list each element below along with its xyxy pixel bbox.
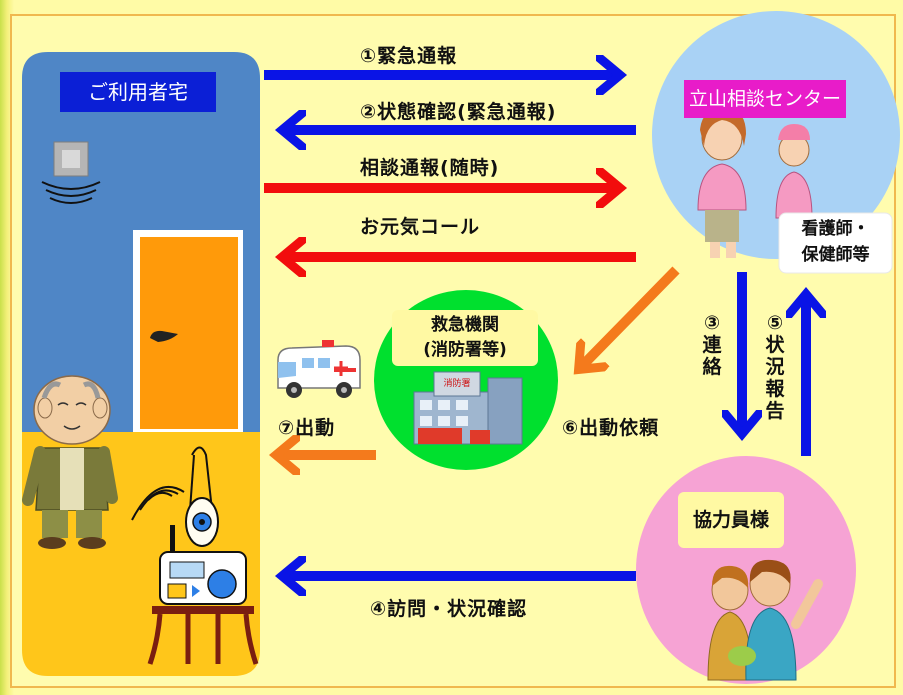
- center-label: 立山相談センター: [684, 80, 846, 118]
- elderly-man-icon: [22, 375, 118, 549]
- flow-genki-call-label: お元気コール: [360, 216, 481, 238]
- door-icon: [133, 230, 243, 432]
- ambulance-icon: [277, 340, 361, 398]
- nurse-box: [778, 212, 893, 274]
- flow-report-char-2: 状: [765, 334, 785, 356]
- flow-consult-call-label: 相談通報(随時): [360, 157, 500, 179]
- nurse-label-line1: 看護師・: [801, 219, 870, 239]
- helpers-figure: [707, 559, 823, 681]
- flow-contact-char-3: 絡: [702, 356, 722, 378]
- operator-figure: [697, 108, 747, 258]
- flow-contact-label: ③ 連 絡: [701, 312, 723, 378]
- emergency-label: 救急機関 (消防署等): [392, 313, 538, 363]
- flow-status-report-label: ⑤ 状 況 報 告: [764, 312, 786, 422]
- flow-visit-check-label: ④訪問・状況確認: [370, 598, 528, 620]
- helpers-label: 協力員様: [692, 509, 769, 531]
- flow-report-char-1: ⑤: [766, 312, 784, 334]
- fire-station-sign: 消防署: [443, 379, 471, 389]
- flow-dispatch-label: ⑦出動: [278, 417, 336, 439]
- helpers-node: [636, 456, 856, 684]
- flow-dispatch-request-label: ⑥出動依頼: [562, 417, 660, 439]
- home-label: ご利用者宅: [60, 72, 216, 112]
- emergency-label-line2: (消防署等): [423, 340, 507, 360]
- consultation-center-node: [652, 11, 900, 259]
- nurse-label: 看護師・ 保健師等: [779, 216, 892, 268]
- flow-contact-char-1: ③: [703, 312, 721, 334]
- nurse-label-line2: 保健師等: [801, 245, 870, 265]
- flow-emergency-call-label: ①緊急通報: [360, 45, 458, 67]
- flow-report-char-4: 報: [765, 378, 785, 400]
- arrow-dispatch-request: [580, 266, 680, 368]
- flow-report-char-5: 告: [765, 400, 785, 422]
- fire-station-icon: [413, 371, 523, 445]
- emergency-label-line1: 救急機関: [431, 315, 499, 335]
- wall-sensor-icon: [41, 141, 101, 204]
- flow-contact-char-2: 連: [702, 334, 722, 356]
- emergency-terminal-icon: [131, 446, 259, 665]
- emergency-agency-node: [374, 290, 558, 470]
- flow-report-char-3: 況: [765, 356, 785, 378]
- flow-status-check-label: ②状態確認(緊急通報): [360, 101, 557, 123]
